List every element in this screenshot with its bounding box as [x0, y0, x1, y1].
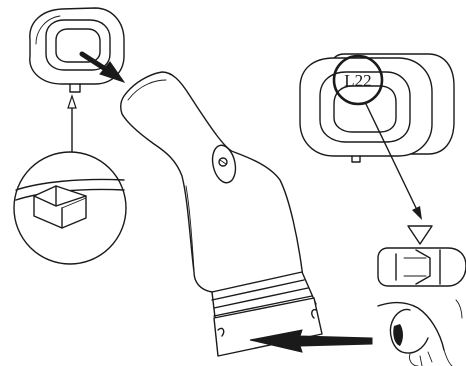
handle-base-plate [211, 271, 323, 357]
arrow-callout-to-car [365, 103, 422, 220]
car-icon [377, 247, 466, 287]
clip-detail-circle [13, 151, 127, 265]
grommet-part [29, 7, 125, 93]
handle-body [119, 71, 303, 294]
l22-label: L22 [344, 71, 371, 90]
eye-icon [377, 299, 463, 366]
arrow-detail-to-grommet [67, 94, 77, 157]
arrow-grommet-to-handle [79, 51, 126, 83]
arrow-eye-to-base [249, 329, 373, 353]
triangle-marker [407, 225, 433, 245]
component-enlarged [299, 53, 455, 163]
l22-callout: L22 [332, 54, 384, 106]
